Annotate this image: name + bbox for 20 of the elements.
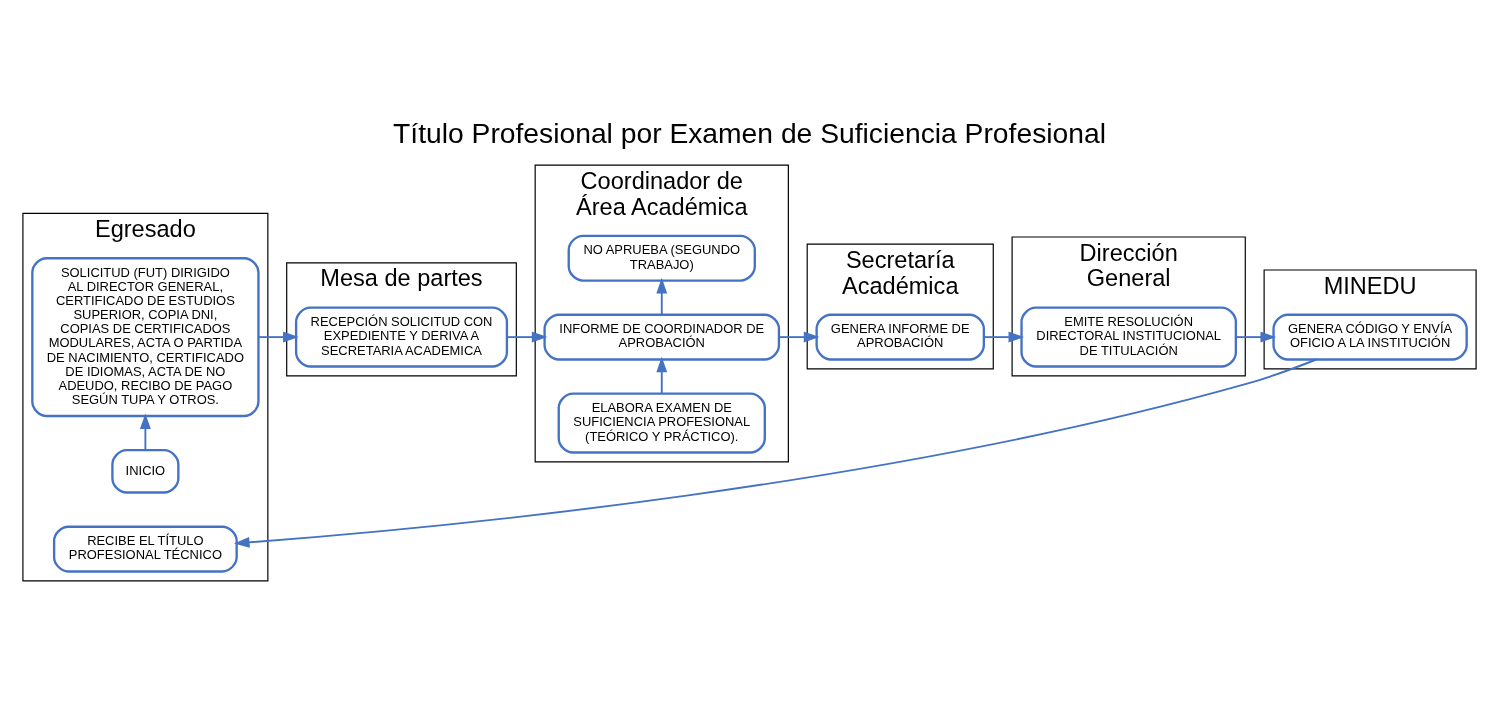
node-box: GENERA CÓDIGO Y ENVÍA OFICIO A LA INSTITUCIÓN <box>1272 313 1468 361</box>
arrow <box>656 277 668 316</box>
arrow <box>506 331 548 343</box>
node-box: ELABORA EXAMEN DE SUFICIENCIA PROFESIONAL (TEÓRICO Y PRÁCTICO). <box>557 392 766 454</box>
arrow <box>983 331 1025 343</box>
node-box: RECIBE EL TÍTULO PROFESIONAL TÉCNICO <box>52 525 238 573</box>
node-box: NO APRUEBA (SEGUNDO TRABAJO) <box>567 234 756 282</box>
arrow <box>1235 331 1277 343</box>
arrow <box>778 331 820 343</box>
node-box: INICIO <box>111 448 180 494</box>
arrow <box>656 356 668 395</box>
node-box: EMITE RESOLUCIÓN DIRECTORAL INSTITUCIONAL DE TITULACIÓN <box>1020 306 1238 368</box>
arrow <box>139 413 151 451</box>
node-box: INFORME DE COORDINADOR DE APROBACIÓN <box>543 313 781 361</box>
node-box: RECEPCIÓN SOLICITUD CON EXPEDIENTE Y DERIVA A SECRETARIA ACADEMICA <box>294 306 509 368</box>
arrow <box>257 331 299 343</box>
diagram-title: Título Profesional por Examen de Suficiencia Profesional <box>393 117 1106 150</box>
node-box: SOLICITUD (FUT) DIRIGIDO AL DIRECTOR GENERAL, CERTIFICADO DE ESTUDIOS SUPERIOR, COPIA DNI, COPIAS DE CERTIFICADOS MODULARES, ACTA O PARTIDA DE NACIMIENTO, CERTIFICADO DE IDIOMAS, ACTA DE NO ADEUDO, RECIBO DE PAGO SEGÚN TUPA Y OTROS. <box>31 257 260 418</box>
node-box: GENERA INFORME DE APROBACIÓN <box>815 313 986 361</box>
arrow <box>234 358 1318 548</box>
